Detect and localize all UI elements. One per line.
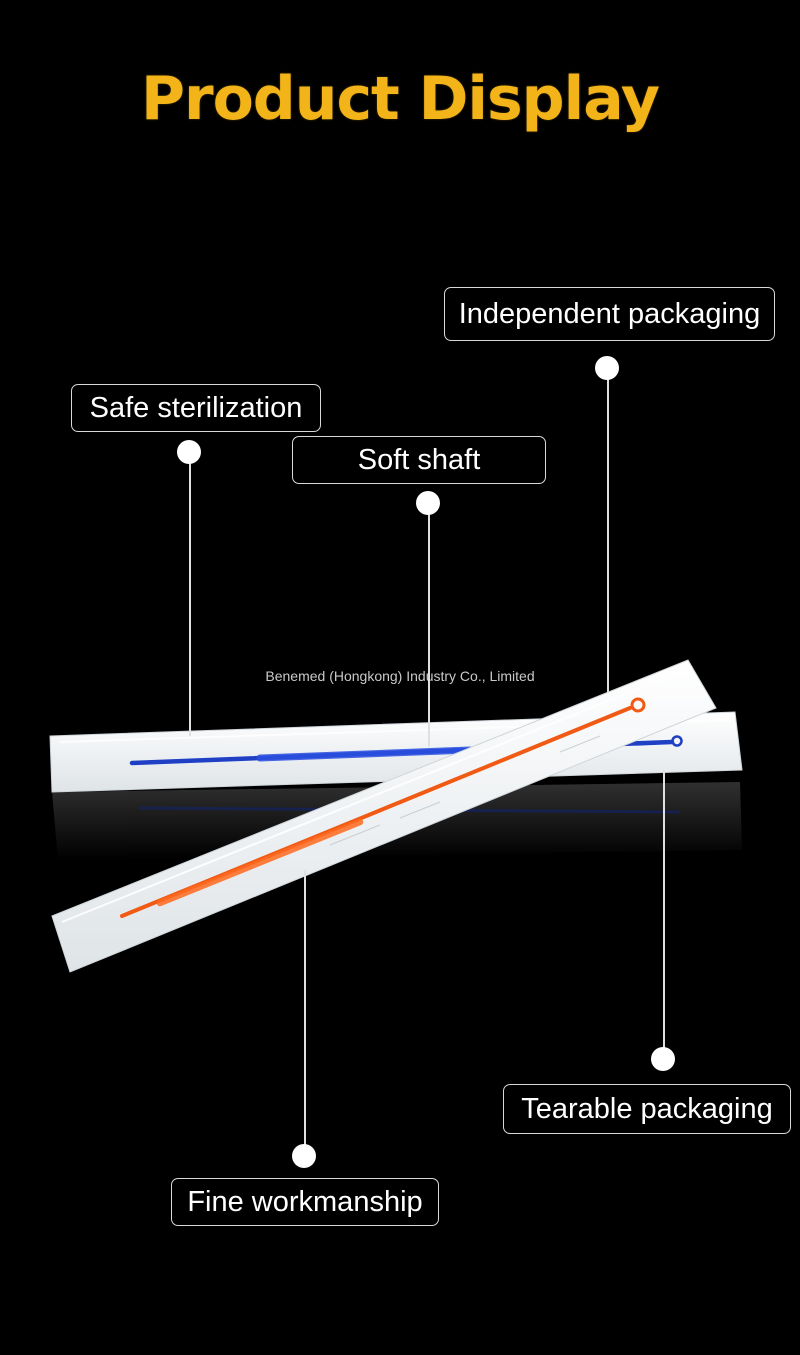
callout-fine-workmanship: Fine workmanship [171,1178,439,1226]
leader-line-fine-workmanship [304,870,306,1156]
callout-tearable-packaging: Tearable packaging [503,1084,791,1134]
callout-safe-sterilization: Safe sterilization [71,384,321,432]
marker-dot-soft-shaft [416,491,440,515]
marker-dot-independent-packaging [595,356,619,380]
marker-dot-safe-sterilization [177,440,201,464]
callout-soft-shaft: Soft shaft [292,436,546,484]
callout-independent-packaging: Independent packaging [444,287,775,341]
leader-line-safe-sterilization [189,452,191,736]
leader-line-tearable-packaging [663,770,665,1059]
marker-dot-fine-workmanship [292,1144,316,1168]
leader-line-soft-shaft [428,503,430,747]
orange-loop-package [51,659,717,973]
marker-dot-tearable-packaging [651,1047,675,1071]
leader-line-independent-packaging [607,368,609,693]
watermark-text: Benemed (Hongkong) Industry Co., Limited [265,668,535,684]
page-title: Product Display [141,64,660,134]
